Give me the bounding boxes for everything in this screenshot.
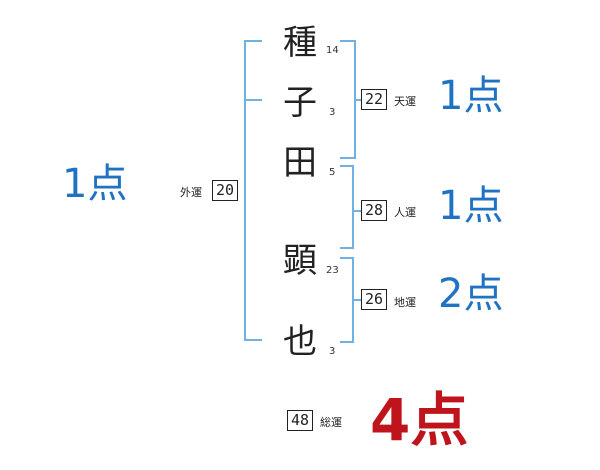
tenkaku-score: 1点 — [438, 73, 504, 119]
jinkaku-label: 人運 — [394, 206, 416, 219]
tenkaku-bracket — [340, 40, 356, 159]
stroke-count-2: 3 — [329, 107, 336, 118]
name-char-4: 顕 — [283, 241, 317, 281]
gaikaku-value: 20 — [212, 180, 238, 201]
tenkaku-label: 天運 — [394, 95, 416, 108]
name-char-2: 子 — [283, 83, 317, 123]
gaikaku-label: 外運 — [180, 186, 202, 199]
jinkaku-value: 28 — [361, 200, 387, 221]
soukaku-value: 48 — [287, 410, 313, 431]
stroke-count-4: 23 — [326, 265, 339, 276]
jinkaku-bracket — [340, 165, 354, 249]
name-char-3: 田 — [283, 143, 317, 183]
soukaku-score: 4点 — [370, 386, 469, 454]
gaikaku-score: 1点 — [62, 161, 128, 207]
stroke-count-3: 5 — [329, 167, 336, 178]
stroke-count-1: 14 — [326, 45, 339, 56]
outer-bracket — [244, 40, 262, 341]
name-char-5: 也 — [283, 322, 317, 362]
stroke-count-5: 3 — [329, 346, 336, 357]
chikaku-score: 2点 — [438, 271, 504, 317]
chikaku-value: 26 — [361, 289, 387, 310]
chikaku-label: 地運 — [394, 296, 416, 309]
name-char-1: 種 — [283, 23, 317, 63]
tenkaku-value: 22 — [361, 89, 387, 110]
jinkaku-score: 1点 — [438, 183, 504, 229]
chikaku-bracket — [340, 257, 354, 343]
soukaku-label: 総運 — [320, 416, 342, 429]
